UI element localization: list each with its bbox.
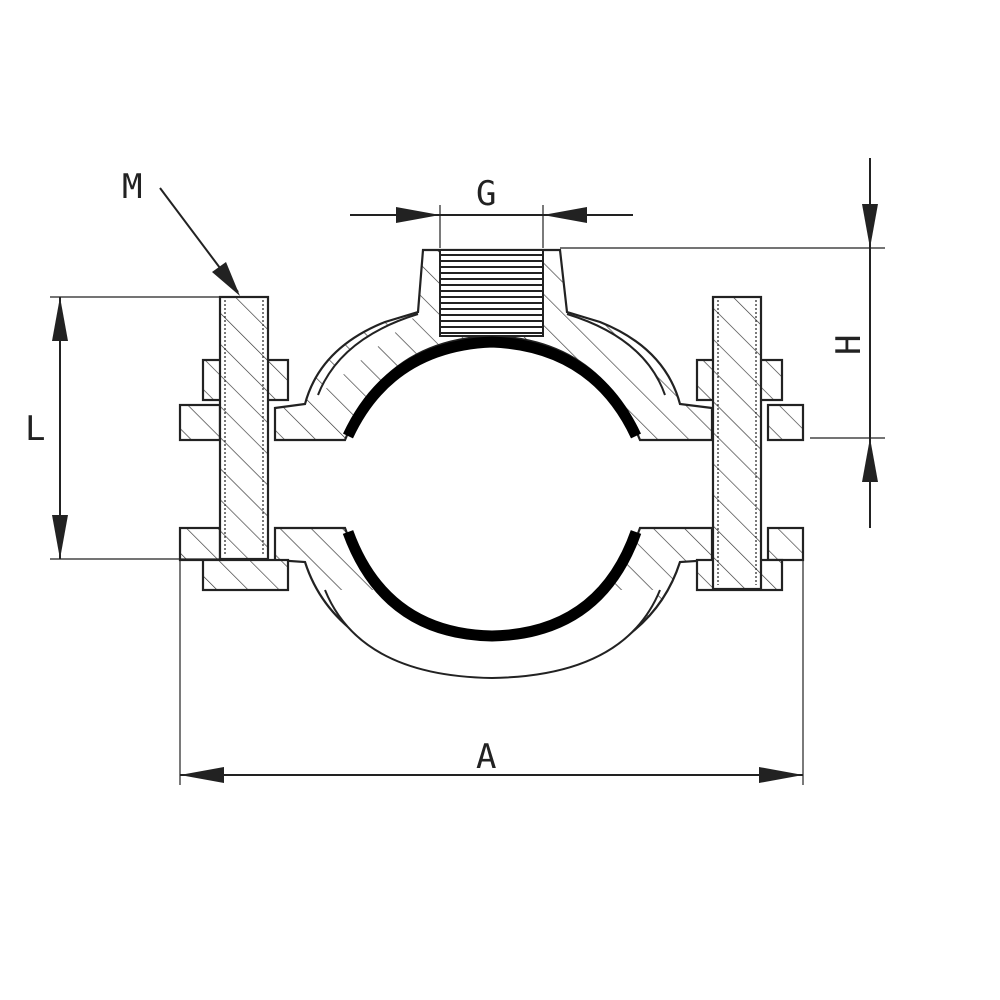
- dimension-H: H: [560, 158, 885, 528]
- lower-gasket: [342, 530, 642, 642]
- left-bolt: [218, 295, 270, 561]
- threaded-outlet: [439, 249, 544, 337]
- label-M: M: [122, 167, 142, 207]
- dimension-M: M: [122, 167, 240, 296]
- label-A: A: [476, 737, 496, 777]
- lower-saddle: [178, 526, 805, 680]
- lower-right-flange: [766, 526, 805, 562]
- label-G: G: [476, 174, 496, 214]
- upper-saddle-outer-rim: [317, 313, 419, 396]
- upper-saddle: [178, 248, 805, 442]
- label-H: H: [829, 335, 869, 355]
- upper-left-flange: [178, 403, 222, 442]
- dimension-A: A: [179, 560, 804, 785]
- lower-left-nut: [201, 558, 290, 592]
- upper-saddle-outer-rim-right: [566, 313, 666, 396]
- label-L: L: [25, 409, 45, 449]
- upper-right-flange: [766, 403, 805, 442]
- right-bolt: [711, 295, 763, 591]
- upper-gasket: [343, 336, 641, 439]
- dimension-G: G: [350, 174, 633, 248]
- dimension-L: L: [25, 296, 225, 560]
- lower-left-flange: [178, 526, 222, 562]
